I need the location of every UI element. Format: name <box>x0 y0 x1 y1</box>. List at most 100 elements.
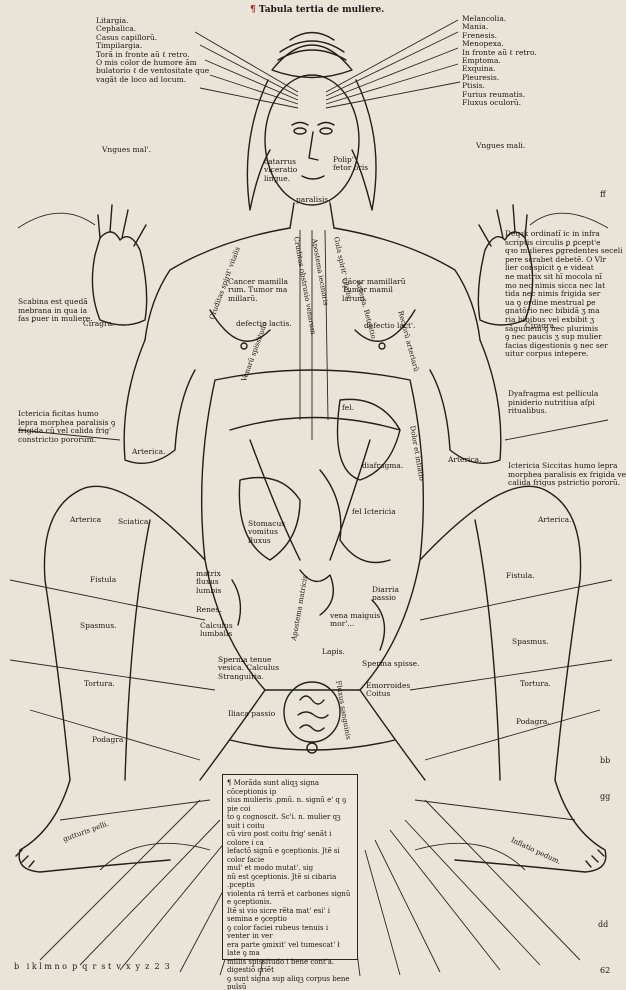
left-list-item: Torã in fronte aũ ℓ retro. <box>96 49 190 59</box>
label-tortura-left: Tortura. <box>84 679 115 688</box>
label-ictericia-left: Ictericia ficitas humo lepra morphea par… <box>18 409 116 444</box>
hair-right <box>351 79 377 211</box>
label-ungues-left: Vngues mal'. <box>102 145 151 154</box>
right-leg-lower <box>454 779 607 873</box>
label-scabina: Scabina est quedã mebrana in qua ia fas … <box>18 297 93 324</box>
neck <box>289 202 335 229</box>
label-iliaca: Iliaca passio <box>228 709 276 718</box>
conception-signs-box: ¶ Morãda sunt aliqꝫ signa cõceptionis ip… <box>222 774 358 990</box>
right-list-item: In fronte aũ ℓ retro. <box>462 47 537 57</box>
text-block-right: Deqꝛk ordinatĩ ic in infra scriptis circ… <box>505 229 623 359</box>
left-hand <box>91 231 148 326</box>
left-list-item: bulatorio ℓ de ventositate que <box>96 66 210 76</box>
right-list-item: Furius reumatis. <box>462 89 526 99</box>
turban <box>271 44 353 79</box>
right-list-item: Menopexa. <box>462 39 504 49</box>
label-defectus-left: defectio lactis. <box>236 319 292 328</box>
left-leg-upper <box>43 485 206 781</box>
margin-mark: bb <box>600 756 611 765</box>
left-leg-lower <box>18 779 171 873</box>
label-diafragma: diafragma. <box>362 461 404 470</box>
right-list-item: Mania. <box>462 22 489 32</box>
margin-mark: gg <box>600 792 611 801</box>
label-sperma-right: Sperma spisse. <box>362 659 420 668</box>
label-podagra-right: Podagra. <box>516 717 550 726</box>
label-paralisis: paralisis. <box>296 195 331 204</box>
page-title: ¶ Tabula tertia de muliere. <box>250 5 384 15</box>
right-list-item: Exquina. <box>462 64 496 74</box>
left-list-item: vagãt de loco ad locum. <box>96 74 187 84</box>
label-fistula-right: Fistula. <box>506 571 535 580</box>
label-fel: fel. <box>342 403 354 412</box>
right-list-item: Emptoma. <box>462 56 501 66</box>
label-defectus-right: defectio lact'. <box>364 321 416 330</box>
right-ailment-list: Melancolia. Mania. Frenesis. Menopexa. I… <box>462 14 537 108</box>
label-spasmus-right: Spasmus. <box>512 637 549 646</box>
label-matrix: matrix fluxus lumbis <box>196 569 222 595</box>
label-dyafragma: Dyafragma est pellicula piniderio nutrit… <box>508 389 599 416</box>
label-vena: vena maiguis mor'... <box>330 611 381 629</box>
right-list-item: Pleuresis. <box>462 72 500 82</box>
label-podagra-left: Podagra <box>92 735 124 744</box>
label-sciatica: Sciatica <box>118 517 149 526</box>
breast-left <box>209 309 271 342</box>
label-calculus: Calculus lumbalis <box>200 621 233 639</box>
left-list-item: Casus capillorũ. <box>96 32 158 42</box>
left-list-item: Timpilargia. <box>96 41 143 51</box>
label-renes: Renes. <box>196 605 222 614</box>
label-catarrus: catarrus vlceratio lingue. <box>264 157 298 183</box>
torso-right <box>333 227 481 341</box>
right-hand <box>477 231 534 326</box>
label-arterica-left: Arterica. <box>132 447 166 456</box>
label-fistula-left: Fistula <box>90 575 117 584</box>
label-icteritia-mid: fel Ictericia <box>352 507 396 516</box>
label-diarria: Diarria passio <box>372 585 399 603</box>
right-list-item: Ptisis. <box>462 81 485 91</box>
label-arterica-right: Arterica. <box>448 455 482 464</box>
head-outline <box>264 74 360 206</box>
label-sperma: Sperma tenue vesica. Calculus Stranguiri… <box>218 655 280 681</box>
kidney-left <box>231 579 242 626</box>
body-cavity <box>200 369 425 691</box>
margin-mark: 62 <box>600 966 611 975</box>
conception-signs-text: ¶ Morãda sunt aliqꝫ signa cõceptionis ip… <box>227 779 351 990</box>
breast-right <box>354 309 416 342</box>
label-tortura-right: Tortura. <box>520 679 551 688</box>
left-list-item: Cephalica. <box>96 24 137 34</box>
label-arterica-leg-left: Arterica <box>70 515 102 524</box>
left-arm <box>123 339 196 464</box>
paragraph-mark: ¶ <box>250 5 256 15</box>
left-list-item: Litargia. <box>96 16 129 25</box>
label-spasmus-left: Spasmus. <box>80 621 117 630</box>
stomach <box>238 476 301 561</box>
right-list-item: Fluxus oculorũ. <box>462 98 521 108</box>
hair-left <box>246 79 271 211</box>
right-leg-upper <box>419 485 582 781</box>
label-stomachus: Stomacus vomitus fluxus <box>248 519 286 545</box>
title-text: Tabula tertia de muliere. <box>258 5 385 15</box>
left-ailment-list: Litargia. Cephalica. Casus capillorũ. Ti… <box>96 16 210 84</box>
label-polip: Polip' fetor oris <box>333 155 369 173</box>
label-cyragra-left: Ciragra. <box>83 319 115 328</box>
right-arm <box>429 339 502 464</box>
label-lapis: Lapis. <box>322 647 345 656</box>
label-cancer-right: Cãcer mamillarũ Tumor mamil larum. <box>342 277 406 303</box>
margin-mark: dd <box>598 920 609 929</box>
torso-left <box>144 227 291 341</box>
diaphragm-line <box>229 416 401 431</box>
left-list-item: O mis color de humore ãm <box>96 58 197 68</box>
right-list-item: Frenesis. <box>462 30 497 40</box>
label-ictericia-right: Ictericia Siccitas humo lepra morphea pa… <box>508 461 626 488</box>
margin-mark: ff <box>600 190 606 199</box>
label-cancer-left: Cancer mamilla rum. Tumor ma millarũ. <box>228 277 289 303</box>
label-arterica-leg-right: Arterica. <box>538 515 572 524</box>
liver <box>336 398 401 481</box>
uterus <box>283 681 341 743</box>
label-ungues-right: Vngues mali. <box>476 141 526 150</box>
label-emorroides: Emorroides Coitus <box>366 681 411 699</box>
label-cyragra-right: Ciragra. <box>525 321 557 330</box>
bottom-signature-row: b i k l m n o p q r s t v x y z 2 3 <box>14 962 170 971</box>
right-list-item: Melancolia. <box>462 14 507 23</box>
